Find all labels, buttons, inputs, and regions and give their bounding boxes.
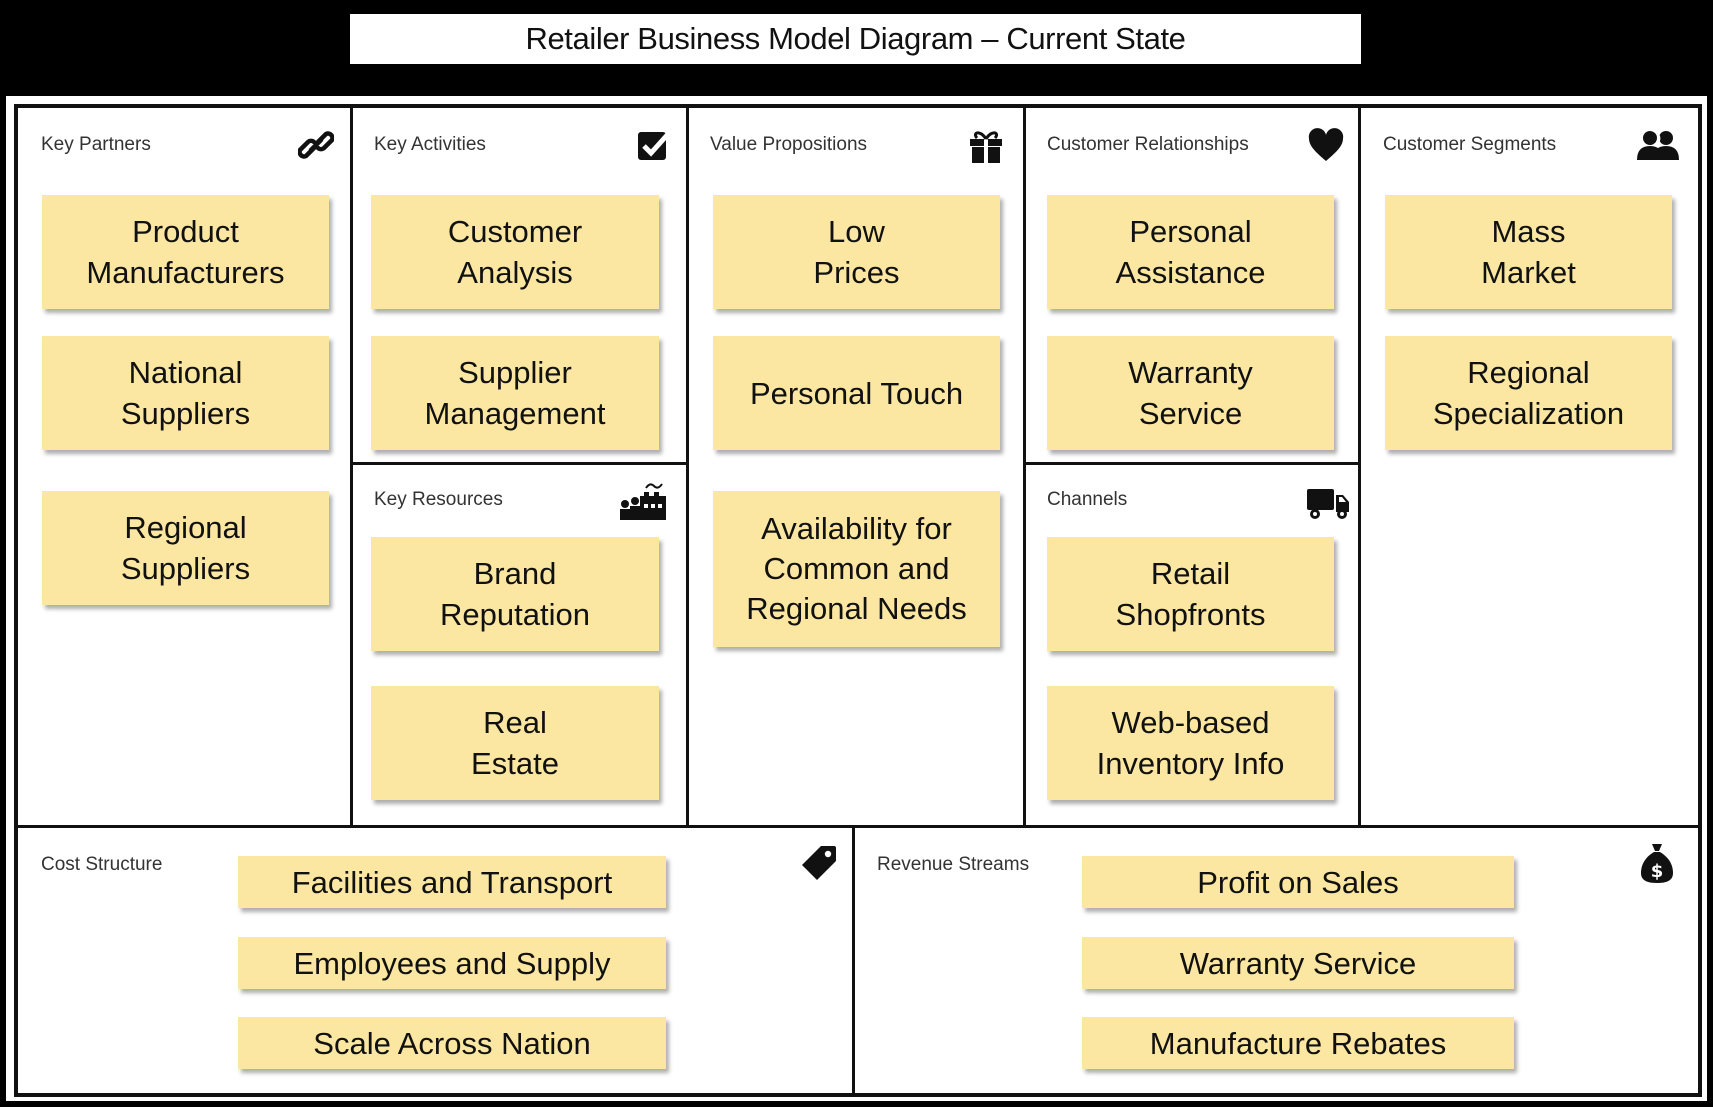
gift-icon bbox=[968, 128, 1004, 164]
divider-relationships-channels bbox=[1023, 462, 1361, 465]
note-mass-market: Mass Market bbox=[1385, 195, 1672, 309]
note-brand-reputation: Brand Reputation bbox=[371, 537, 659, 651]
key-activities-label: Key Activities bbox=[374, 134, 486, 155]
divider-vertical-3 bbox=[1023, 108, 1026, 827]
note-customer-analysis: Customer Analysis bbox=[371, 195, 659, 309]
note-regional-specialization: Regional Specialization bbox=[1385, 336, 1672, 450]
key-resources-label: Key Resources bbox=[374, 489, 503, 510]
note-low-prices: Low Prices bbox=[713, 195, 1000, 309]
divider-activities-resources bbox=[350, 462, 689, 465]
note-supplier-management: Supplier Management bbox=[371, 336, 659, 450]
note-retail-shopfronts: Retail Shopfronts bbox=[1047, 537, 1334, 651]
value-propositions-label: Value Propositions bbox=[710, 134, 868, 155]
note-availability: Availability for Common and Regional Nee… bbox=[713, 491, 1000, 647]
note-profit-on-sales: Profit on Sales bbox=[1082, 856, 1514, 908]
note-personal-assistance: Personal Assistance bbox=[1047, 195, 1334, 309]
divider-vertical-4 bbox=[1358, 108, 1361, 827]
divider-horizontal-bottom bbox=[18, 825, 1698, 828]
tag-icon bbox=[800, 844, 838, 882]
divider-cost-revenue bbox=[852, 825, 855, 1093]
note-real-estate: Real Estate bbox=[371, 686, 659, 800]
note-scale-across-nation: Scale Across Nation bbox=[238, 1017, 666, 1069]
note-warranty-service-relationship: Warranty Service bbox=[1047, 336, 1334, 450]
cost-structure-label: Cost Structure bbox=[41, 854, 163, 875]
key-partners-label: Key Partners bbox=[41, 134, 151, 155]
customer-relationships-label: Customer Relationships bbox=[1047, 134, 1249, 155]
note-employees-supply: Employees and Supply bbox=[238, 937, 666, 989]
truck-icon bbox=[1306, 486, 1350, 520]
note-facilities-transport: Facilities and Transport bbox=[238, 856, 666, 908]
channels-label: Channels bbox=[1047, 489, 1128, 510]
heart-icon bbox=[1308, 128, 1344, 164]
note-personal-touch: Personal Touch bbox=[713, 336, 1000, 450]
note-national-suppliers: National Suppliers bbox=[42, 336, 329, 450]
money-bag-icon: $ bbox=[1640, 842, 1674, 884]
divider-vertical-2 bbox=[686, 108, 689, 827]
divider-vertical-1 bbox=[350, 108, 353, 827]
factory-icon bbox=[618, 480, 668, 520]
customer-segments-label: Customer Segments bbox=[1383, 134, 1557, 155]
note-regional-suppliers: Regional Suppliers bbox=[42, 491, 329, 605]
diagram-title: Retailer Business Model Diagram – Curren… bbox=[350, 14, 1361, 64]
note-product-manufacturers: Product Manufacturers bbox=[42, 195, 329, 309]
note-warranty-service-revenue: Warranty Service bbox=[1082, 937, 1514, 989]
users-icon bbox=[1636, 128, 1680, 162]
revenue-streams-label: Revenue Streams bbox=[877, 854, 1030, 875]
link-icon bbox=[298, 127, 334, 163]
note-manufacture-rebates: Manufacture Rebates bbox=[1082, 1017, 1514, 1069]
checkbox-icon bbox=[636, 128, 672, 164]
note-web-based-inventory: Web-based Inventory Info bbox=[1047, 686, 1334, 800]
svg-text:$: $ bbox=[1651, 861, 1664, 882]
